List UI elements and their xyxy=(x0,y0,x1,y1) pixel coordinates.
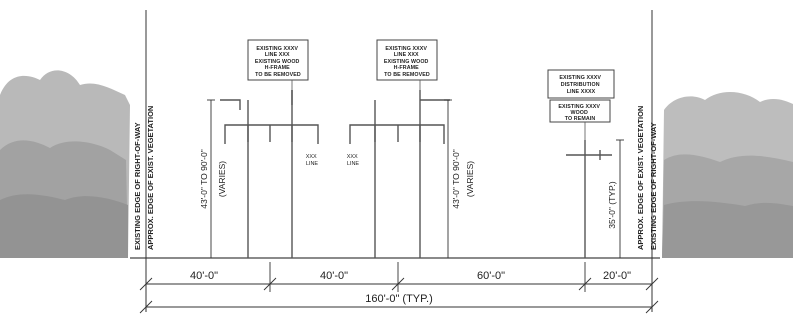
callout-right-bottom-text: EXISTING XXXV WOOD TO REMAIN xyxy=(558,104,601,122)
callout-center-text: EXISTING XXXV LINE XXX EXISTING WOOD H-F… xyxy=(384,46,430,78)
spacing-dim-1: 40'-0" xyxy=(190,270,218,282)
pole-height-dim: 35'-0" (TYP.) xyxy=(607,181,617,229)
callout-left-text: EXISTING XXXV LINE XXX EXISTING WOOD H-F… xyxy=(255,46,301,78)
spacing-dim-2: 40'-0" xyxy=(320,270,348,282)
row-edge-lines xyxy=(145,10,653,312)
callout-boxes xyxy=(247,39,615,123)
left-height-dim: 43'-0" TO 90'-0" xyxy=(199,149,209,209)
line-label-right: XXX LINE xyxy=(347,154,360,167)
right-edge-label-2: EXISTING EDGE OF RIGHT-OF-WAY xyxy=(649,122,658,250)
line-label-left: XXX LINE xyxy=(306,154,319,167)
vegetation-right xyxy=(662,91,793,258)
callout-box-right-bottom xyxy=(549,99,611,123)
spacing-dimension-line xyxy=(139,262,659,292)
distribution-pole xyxy=(566,140,612,258)
height-dimension-lines xyxy=(207,99,624,258)
spacing-dim-3: 60'-0" xyxy=(477,270,505,282)
left-edge-label-2: APPROX. EDGE OF EXIST. VEGETATION xyxy=(146,106,155,250)
center-height-dim: 43'-0" TO 90'-0" xyxy=(451,149,461,209)
left-structure xyxy=(220,90,319,258)
center-structure xyxy=(349,90,450,258)
spacing-dim-4: 20'-0" xyxy=(603,270,631,282)
vegetation-left xyxy=(0,70,130,258)
total-dimension-line xyxy=(139,300,659,314)
right-edge-label-1: APPROX. EDGE OF EXIST. VEGETATION xyxy=(636,106,645,250)
total-dim-label: 160'-0" (TYP.) xyxy=(365,293,433,305)
callout-right-top-text: EXISTING XXXV DISTRIBUTION LINE XXXX xyxy=(559,75,602,95)
callout-box-right-top xyxy=(547,69,615,99)
left-height-sub: (VARIES) xyxy=(217,161,227,197)
spacing-labels: 40'-0" 40'-0" 60'-0" 20'-0" xyxy=(190,270,631,282)
left-edge-label-1: EXISTING EDGE OF RIGHT-OF-WAY xyxy=(133,122,142,250)
callout-box-center xyxy=(376,39,438,81)
center-height-sub: (VARIES) xyxy=(465,161,475,197)
callout-box-left xyxy=(247,39,309,81)
callout-leaders xyxy=(291,80,586,140)
